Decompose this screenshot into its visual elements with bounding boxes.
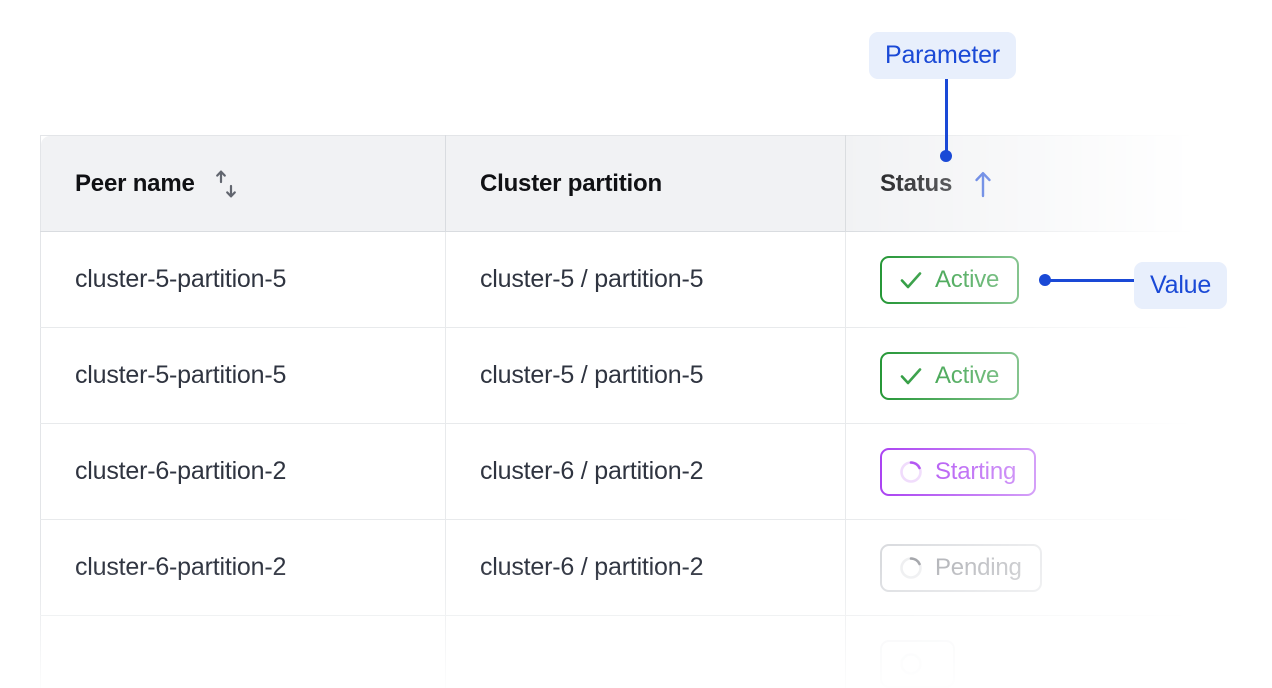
cell-cluster-partition: cluster-6 / partition-2 [445, 519, 846, 616]
status-badge[interactable]: Active [880, 351, 1020, 400]
cell-cluster-partition: cluster-6 / partition-2 [445, 423, 846, 520]
table-header: Peer name [40, 135, 1195, 232]
cell-peer-name: cluster-5-partition-5 [40, 231, 446, 328]
peer-table-container: Peer name [40, 135, 1195, 688]
cell-status: Active [845, 327, 1195, 424]
column-header-cluster-partition-label: Cluster partition [480, 169, 662, 197]
annotation-callout-value: Value [1134, 262, 1228, 309]
sort-both-icon[interactable] [213, 169, 239, 199]
column-header-cluster-partition[interactable]: Cluster partition [445, 135, 846, 232]
column-header-status-label: Status [880, 169, 953, 197]
table-row[interactable]: cluster-6-partition-2 cluster-6 / partit… [40, 423, 1195, 520]
annotation-leader-line-value [1044, 279, 1140, 282]
status-badge-label: Pending [935, 553, 1022, 581]
status-badge-label: Active [935, 265, 1000, 293]
cell-cluster-partition: cluster-5 / partition-5 [445, 327, 846, 424]
status-badge[interactable]: Starting [880, 447, 1037, 496]
annotation-dot-value [1039, 274, 1051, 286]
status-badge[interactable]: Active [880, 255, 1020, 304]
cell-peer-name: cluster-6-partition-2 [40, 519, 446, 616]
cell-cluster-partition [445, 615, 846, 688]
spinner-icon [898, 555, 924, 581]
column-header-peer-name-label: Peer name [75, 169, 195, 197]
cell-status [845, 615, 1195, 688]
annotation-dot-parameter [940, 150, 952, 162]
status-badge[interactable] [880, 639, 955, 688]
cell-peer-name [40, 615, 446, 688]
status-badge-label: Active [935, 361, 1000, 389]
status-badge[interactable]: Pending [880, 543, 1042, 592]
cell-peer-name: cluster-5-partition-5 [40, 327, 446, 424]
check-icon [898, 363, 924, 389]
table-row[interactable] [40, 615, 1195, 688]
column-header-peer-name[interactable]: Peer name [40, 135, 446, 232]
sort-up-icon[interactable] [970, 169, 996, 199]
cell-peer-name: cluster-6-partition-2 [40, 423, 446, 520]
table-body: cluster-5-partition-5 cluster-5 / partit… [40, 231, 1195, 688]
column-header-status[interactable]: Status [845, 135, 1195, 232]
cell-status: Pending [845, 519, 1195, 616]
peer-table: Peer name [40, 135, 1195, 688]
cell-cluster-partition: cluster-5 / partition-5 [445, 231, 846, 328]
spinner-icon [898, 651, 924, 677]
table-header-row: Peer name [40, 135, 1195, 232]
check-icon [898, 267, 924, 293]
table-row[interactable]: cluster-5-partition-5 cluster-5 / partit… [40, 231, 1195, 328]
table-row[interactable]: cluster-6-partition-2 cluster-6 / partit… [40, 519, 1195, 616]
table-row[interactable]: cluster-5-partition-5 cluster-5 / partit… [40, 327, 1195, 424]
cell-status: Starting [845, 423, 1195, 520]
annotation-leader-line-parameter [945, 72, 948, 154]
status-badge-label: Starting [935, 457, 1017, 485]
spinner-icon [898, 459, 924, 485]
annotation-callout-parameter: Parameter [869, 32, 1016, 79]
